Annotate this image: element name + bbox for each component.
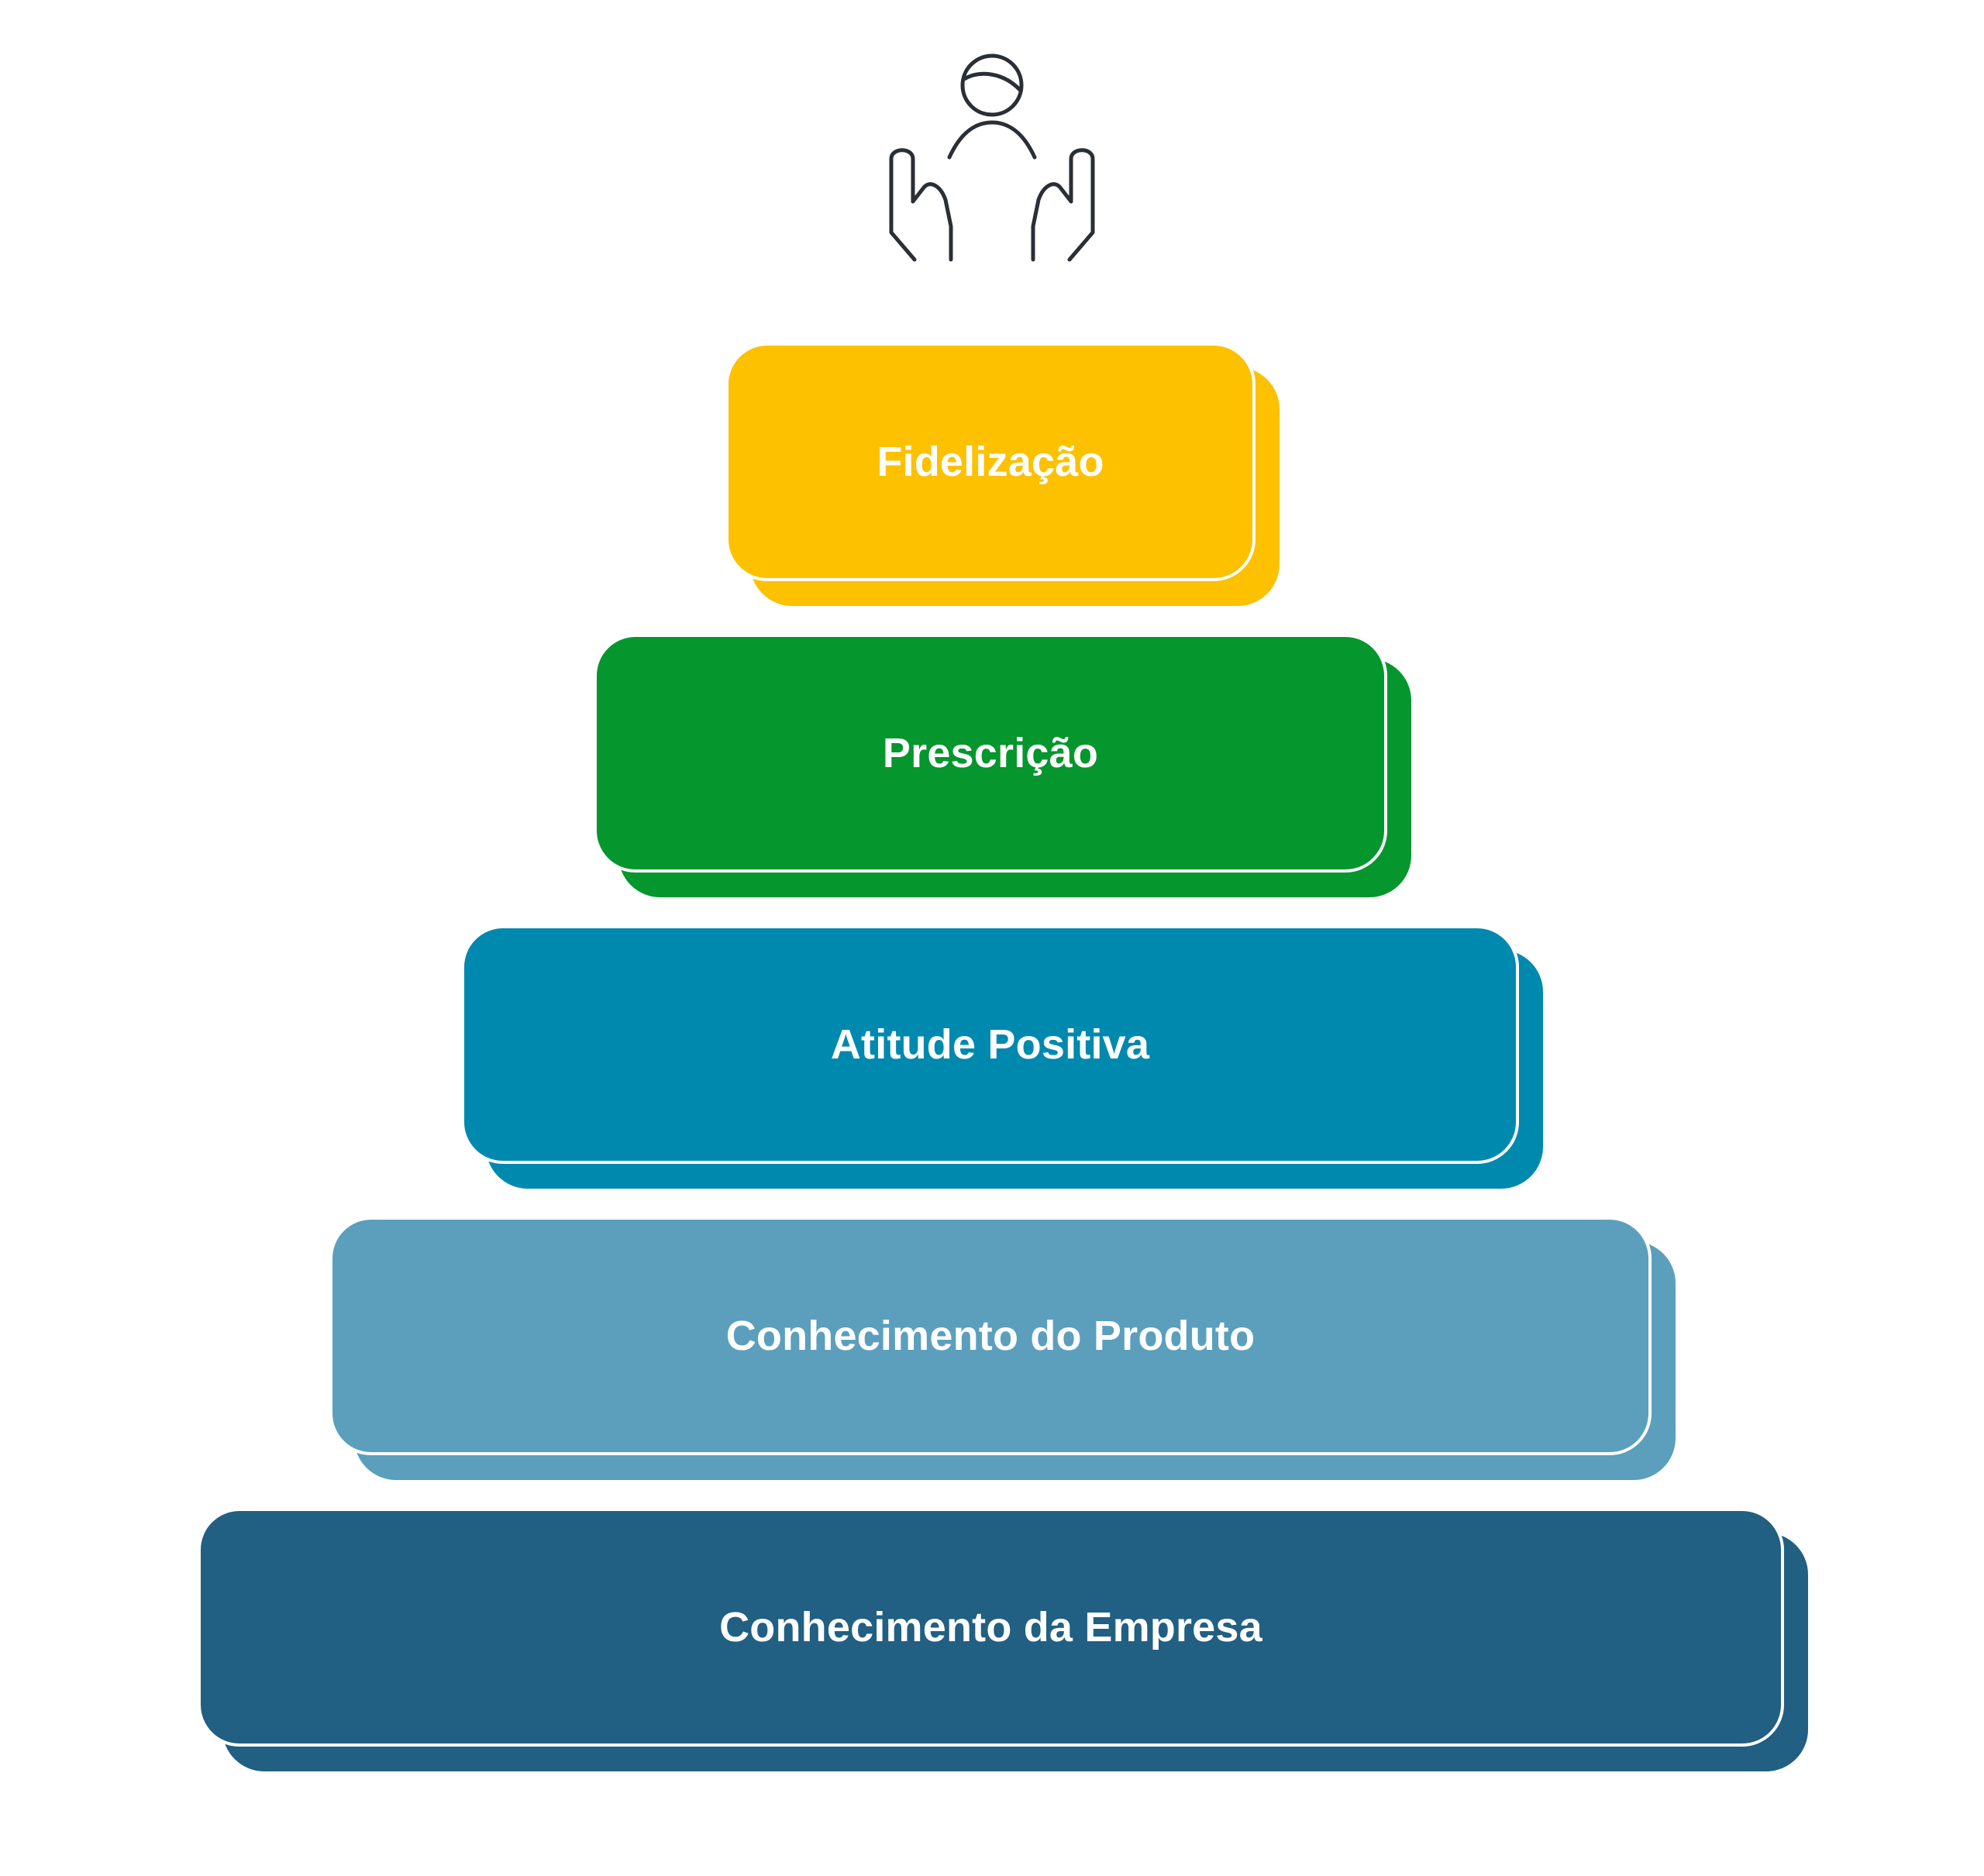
level-label: Conhecimento da Empresa <box>719 1604 1262 1651</box>
level-block: Prescrição <box>594 634 1387 873</box>
level-block: Atitude Positiva <box>461 925 1519 1164</box>
pyramid-level-conhecimento-empresa: Conhecimento da Empresa <box>198 1508 1808 1771</box>
hands-holding-person-icon <box>876 46 1108 279</box>
level-block: Conhecimento do Produto <box>329 1217 1652 1455</box>
level-label: Prescrição <box>882 730 1099 776</box>
level-label: Fidelização <box>877 439 1104 485</box>
pyramid-level-prescricao: Prescrição <box>594 634 1411 897</box>
pyramid-level-conhecimento-produto: Conhecimento do Produto <box>329 1217 1676 1480</box>
level-label: Conhecimento do Produto <box>725 1313 1256 1359</box>
level-label: Atitude Positiva <box>830 1021 1150 1068</box>
pyramid-level-fidelizacao: Fidelização <box>725 342 1280 606</box>
pyramid-level-atitude-positiva: Atitude Positiva <box>461 925 1543 1189</box>
level-block: Fidelização <box>725 342 1256 581</box>
level-block: Conhecimento da Empresa <box>198 1508 1784 1747</box>
